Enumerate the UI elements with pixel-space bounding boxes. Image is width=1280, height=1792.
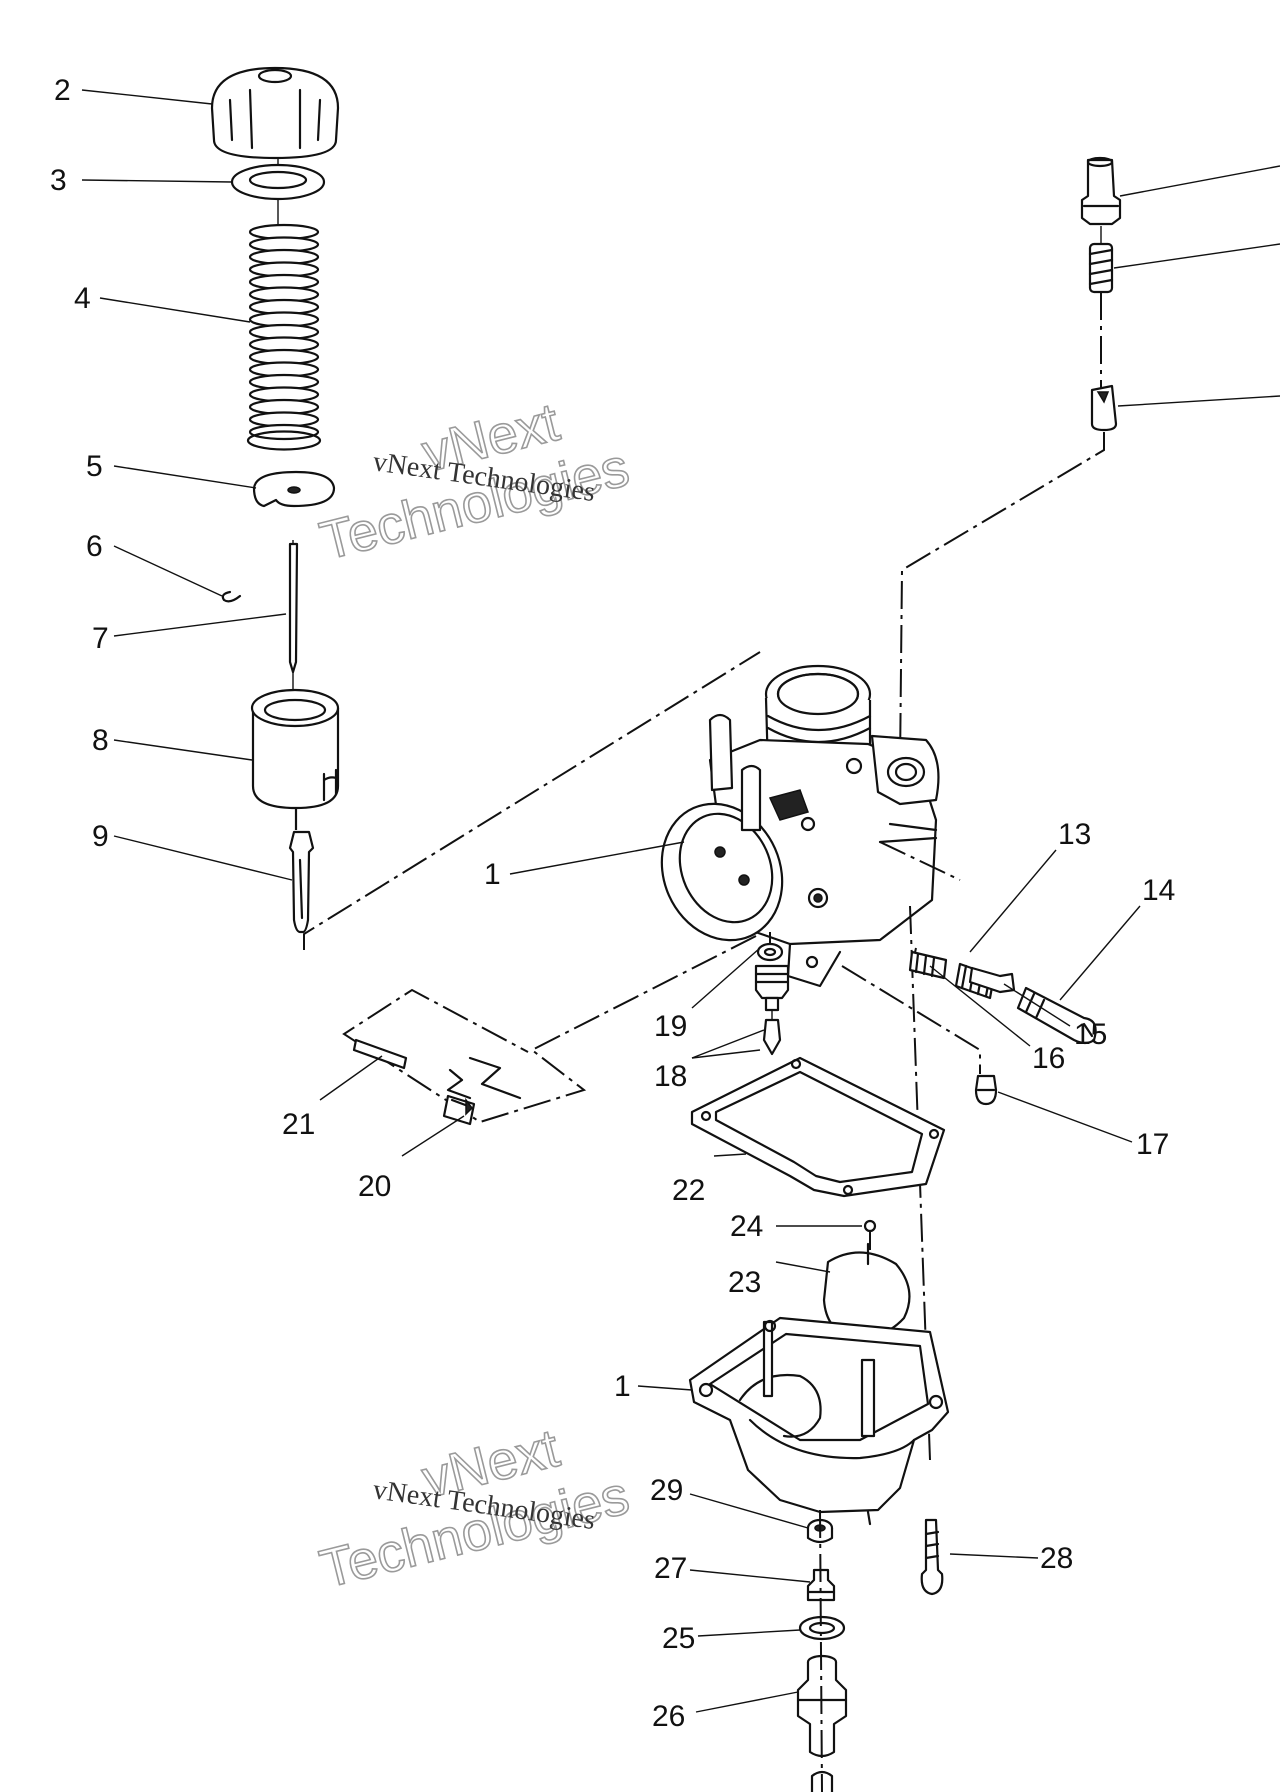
callout-25: 25 xyxy=(662,1622,695,1655)
part-needle-jet xyxy=(288,808,315,934)
callout-24: 24 xyxy=(730,1210,763,1243)
callout-7: 7 xyxy=(92,622,109,655)
dash-body-to-17 xyxy=(841,965,981,1074)
callout-28: 28 xyxy=(1040,1542,1073,1575)
callout-20: 20 xyxy=(358,1170,391,1203)
callout-23: 23 xyxy=(728,1266,761,1299)
callout-18: 18 xyxy=(654,1060,687,1093)
part-retainer-plate xyxy=(252,470,336,508)
part-pilot-jet xyxy=(352,1038,522,1126)
callout-13: 13 xyxy=(1058,818,1091,851)
callout-3: 3 xyxy=(50,164,67,197)
leader-offpage-1 xyxy=(1119,165,1280,197)
callout-15: 15 xyxy=(1074,1018,1107,1051)
callout-26: 26 xyxy=(652,1700,685,1733)
part-cable-adjuster xyxy=(1080,156,1122,226)
axis-bottom xyxy=(819,1509,823,1792)
part-throttle-slide xyxy=(250,688,340,810)
callout-9: 9 xyxy=(92,820,109,853)
callout-14: 14 xyxy=(1142,874,1175,907)
callout-19: 19 xyxy=(654,1010,687,1043)
part-small-washer xyxy=(756,942,784,962)
dash-body-to-13 xyxy=(879,841,961,881)
part-o-ring xyxy=(798,1615,846,1641)
leader-offpage-2 xyxy=(1113,243,1280,269)
watermark-top: vNext Technologies vNext Technologies xyxy=(314,391,636,572)
dash-slide-to-body xyxy=(303,651,761,950)
watermark-bottom: vNext Technologies vNext Technologies xyxy=(314,1417,636,1600)
part-float-pin-ball xyxy=(863,1219,877,1233)
part-main-jet xyxy=(806,1568,836,1602)
part-cap xyxy=(210,66,340,160)
callout-16: 16 xyxy=(1032,1042,1065,1075)
callout-5: 5 xyxy=(86,450,103,483)
callout-1-body: 1 xyxy=(484,858,501,891)
dash-pilot-jet-box xyxy=(342,935,757,1124)
part-cable-end xyxy=(1090,384,1118,432)
dash-cable-to-body xyxy=(899,432,1105,767)
part-float xyxy=(822,1242,911,1340)
spring-base-coil xyxy=(246,430,322,451)
part-jet-needle xyxy=(288,542,299,674)
callout-4: 4 xyxy=(74,282,91,315)
part-idle-screw xyxy=(1016,986,1097,1045)
part-spring xyxy=(246,223,322,451)
part-chamber-screw xyxy=(920,1518,944,1596)
part-gasket xyxy=(690,1056,946,1198)
callout-labels: 2 3 4 5 6 7 8 9 1 13 14 15 16 17 18 19 2… xyxy=(50,74,1175,1733)
callout-27: 27 xyxy=(654,1552,687,1585)
callout-21: 21 xyxy=(282,1108,315,1141)
callout-29: 29 xyxy=(650,1474,683,1507)
callout-6: 6 xyxy=(86,530,103,563)
part-clip xyxy=(221,590,242,603)
callout-1-chamber: 1 xyxy=(614,1370,631,1403)
part-carburetor-body xyxy=(660,664,940,988)
callout-8: 8 xyxy=(92,724,109,757)
callout-17: 17 xyxy=(1136,1128,1169,1161)
leader-offpage-3 xyxy=(1117,395,1280,407)
part-cable-spring xyxy=(1088,242,1114,294)
part-float-valve-seat xyxy=(754,964,790,1056)
callout-leaders xyxy=(81,89,1141,1713)
callout-22: 22 xyxy=(672,1174,705,1207)
part-washer xyxy=(230,163,326,201)
callout-2: 2 xyxy=(54,74,71,107)
part-drain-screw xyxy=(974,1074,998,1106)
part-float-chamber xyxy=(688,1316,950,1526)
